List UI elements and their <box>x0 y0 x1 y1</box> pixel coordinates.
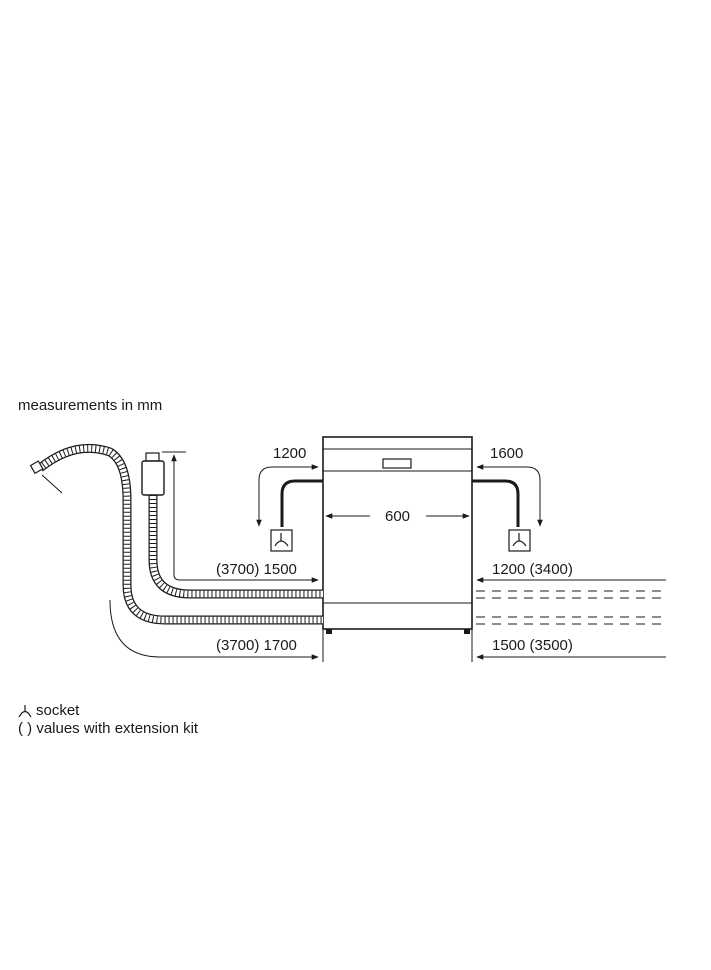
legend-socket-label: socket <box>36 702 80 719</box>
dim-top-right: 1600 <box>490 445 523 462</box>
water-inlet-hose-icon <box>148 495 323 599</box>
arrow-1600 <box>476 464 543 527</box>
dim-width: 600 <box>385 508 410 525</box>
legend: socket ( ) values with extension kit <box>18 702 198 738</box>
power-cable-left <box>280 479 323 527</box>
dim-left-inlet: (3700) 1500 <box>216 561 297 578</box>
power-cable-right <box>472 479 520 527</box>
dishwasher-icon <box>322 436 473 634</box>
arrow-1200 <box>256 464 319 527</box>
drain-hose-icon <box>29 443 323 625</box>
diagram-title: measurements in mm <box>18 397 163 414</box>
floor-dashed-lines <box>476 590 666 625</box>
legend-socket: socket <box>18 702 198 720</box>
arrow-inlet-length <box>173 574 319 583</box>
dim-left-drain: (3700) 1700 <box>216 637 297 654</box>
legend-extension-label: ( ) values with extension kit <box>18 720 199 737</box>
dim-right-inlet: 1200 (3400) <box>492 561 573 578</box>
socket-icon <box>18 705 32 718</box>
dim-right-drain: 1500 (3500) <box>492 637 573 654</box>
socket-icon <box>270 529 293 552</box>
socket-icon <box>508 529 531 552</box>
dim-top-left: 1200 <box>273 445 306 462</box>
arrow-drain-length <box>109 599 319 660</box>
aquastop-valve-icon <box>141 452 165 496</box>
